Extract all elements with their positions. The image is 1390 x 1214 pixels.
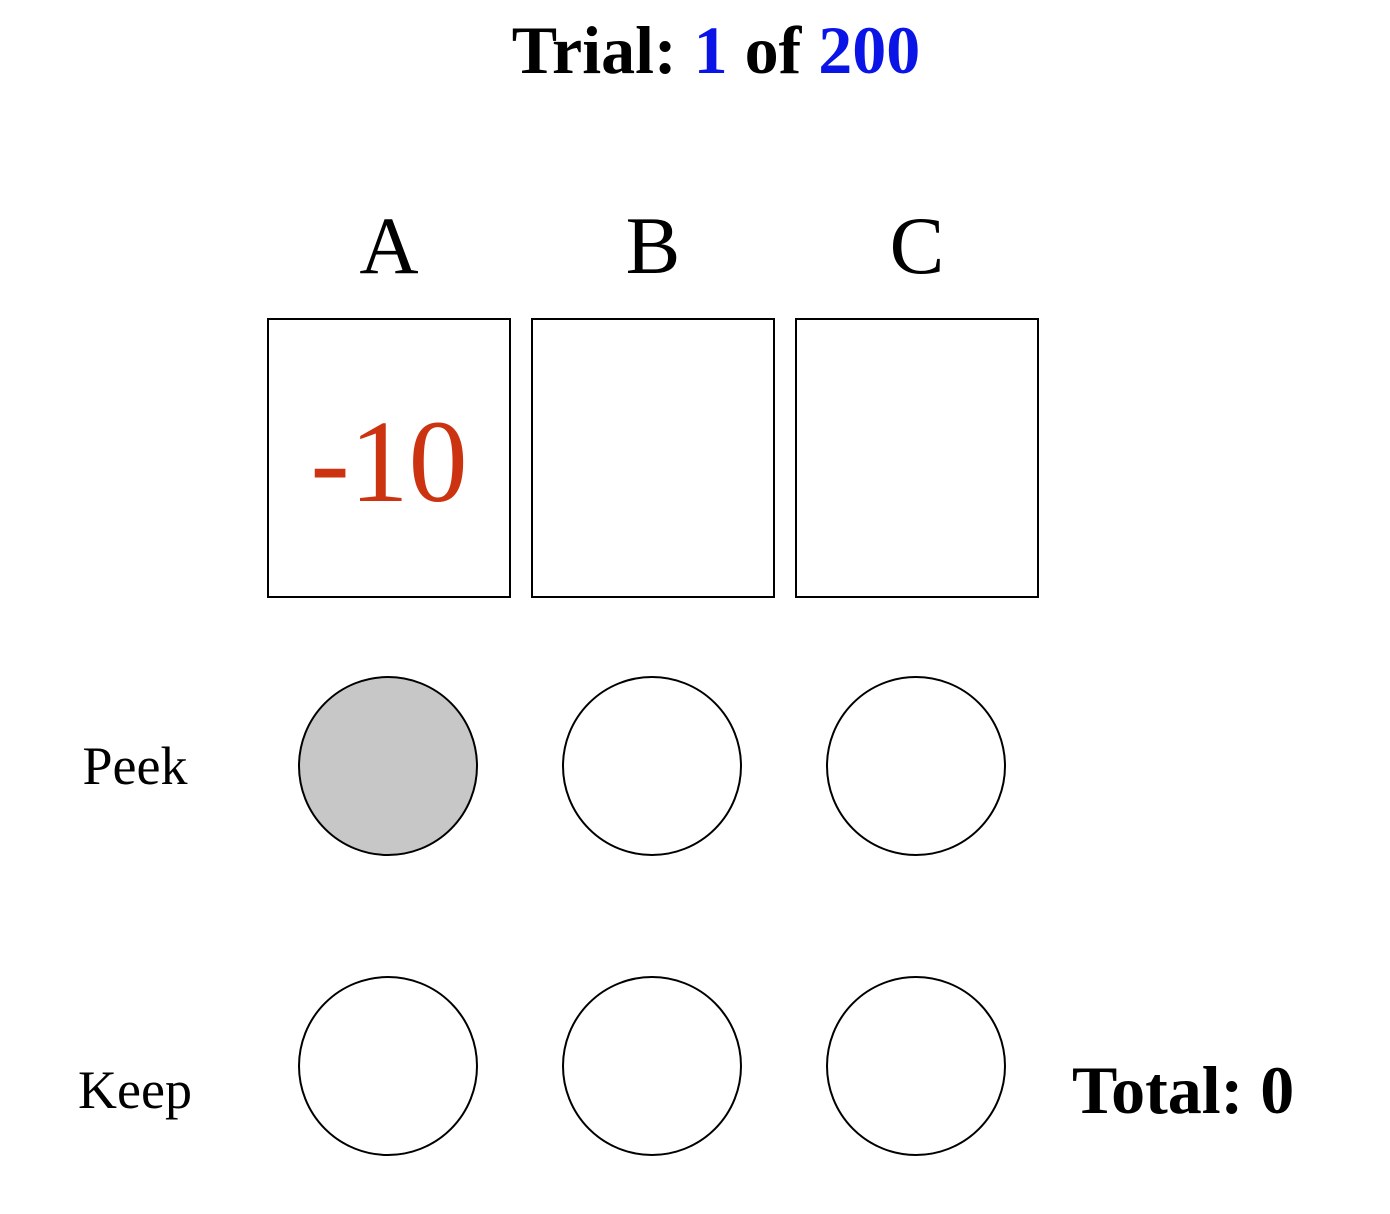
deck-label-c: C bbox=[889, 200, 945, 291]
current-trial-number: 1 bbox=[693, 12, 728, 88]
total-score: Total: 0 bbox=[1072, 1052, 1295, 1128]
total-trials-number: 200 bbox=[818, 12, 921, 88]
card-a: -10 bbox=[267, 318, 511, 598]
trial-of-word: of bbox=[744, 12, 802, 88]
peek-button-b[interactable] bbox=[562, 676, 742, 856]
card-b bbox=[531, 318, 775, 598]
deck-label-a: A bbox=[359, 200, 419, 291]
peek-button-a[interactable] bbox=[298, 676, 478, 856]
trial-prefix: Trial: bbox=[511, 12, 677, 88]
card-c bbox=[795, 318, 1039, 598]
deck-label-b: B bbox=[625, 200, 681, 291]
peek-button-c[interactable] bbox=[826, 676, 1006, 856]
keep-row-label: Keep bbox=[78, 1060, 192, 1120]
keep-button-a[interactable] bbox=[298, 976, 478, 1156]
peek-row-label: Peek bbox=[82, 736, 188, 796]
trial-counter: Trial: 1 of 200 bbox=[0, 8, 1390, 92]
keep-button-b[interactable] bbox=[562, 976, 742, 1156]
card-a-value: -10 bbox=[310, 396, 468, 527]
keep-button-c[interactable] bbox=[826, 976, 1006, 1156]
